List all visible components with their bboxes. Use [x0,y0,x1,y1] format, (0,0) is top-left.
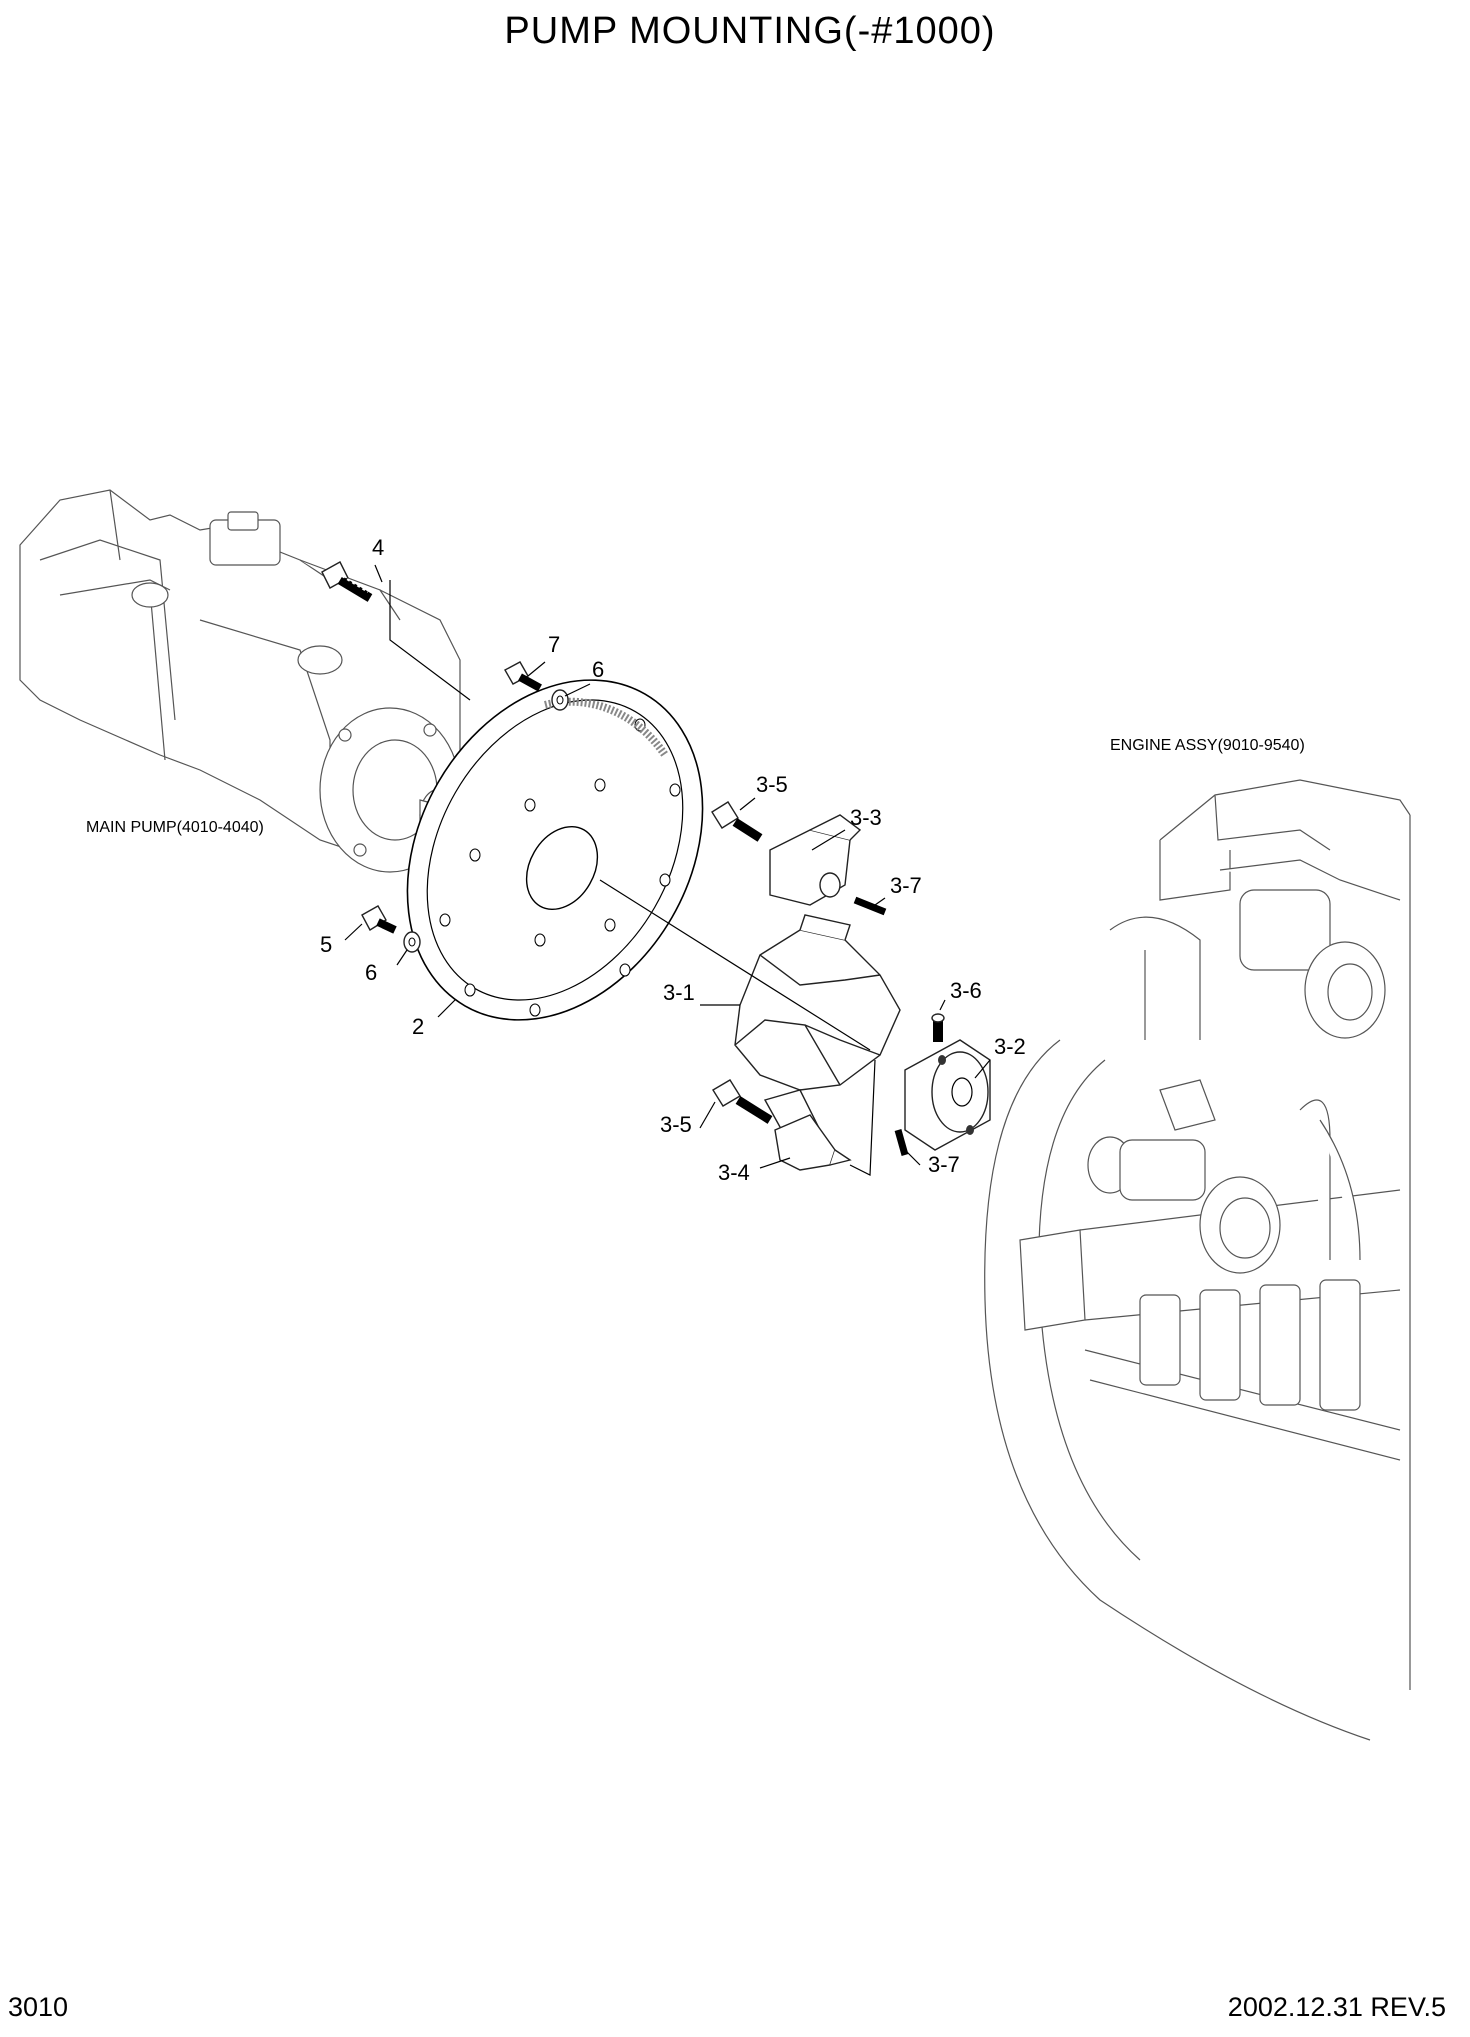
setscrew-3-6 [931,1013,945,1042]
callout-3-6: 3-6 [950,978,982,1003]
callout-6-bottom: 6 [365,960,377,985]
bolt-4 [321,561,373,602]
callout-2: 2 [412,1014,424,1039]
callout-5: 5 [320,932,332,957]
pin-3-7-top [853,896,887,916]
callout-3-5-bottom: 3-5 [660,1112,692,1137]
coupling-block [769,814,862,906]
main-pump-caption: MAIN PUMP(4010-4040) [86,819,264,836]
wedge-block [774,1114,852,1171]
callout-6-top: 6 [592,657,604,682]
bolt-7 [504,661,542,692]
bolt-3-5-bottom [712,1079,773,1124]
callout-3-5-top: 3-5 [756,772,788,797]
bolt-3-5-top [711,801,763,842]
callout-3-4: 3-4 [718,1160,750,1185]
revision-date: 2002.12.31 REV.5 [1227,1992,1446,2022]
washer-6-top [551,689,569,711]
washer-6-bottom [403,931,421,953]
engine-drawing [984,779,1411,1741]
callout-7: 7 [548,632,560,657]
coupling-plate [406,679,704,1021]
main-pump-drawing [19,489,466,873]
callout-3-7-top: 3-7 [890,873,922,898]
page-number: 3010 [8,1992,69,2022]
page-title: PUMP MOUNTING(-#1000) [504,10,996,52]
hub [904,1039,991,1151]
callout-3-2: 3-2 [994,1034,1026,1059]
callout-3-1: 3-1 [663,980,695,1005]
callout-3-7-bottom: 3-7 [928,1152,960,1177]
engine-assy-caption: ENGINE ASSY(9010-9540) [1110,737,1305,754]
callout-4: 4 [372,535,384,560]
pin-3-7-bottom [894,1129,909,1156]
leader-lines [344,564,991,1176]
callout-3-3: 3-3 [850,805,882,830]
bolt-5 [361,905,397,934]
